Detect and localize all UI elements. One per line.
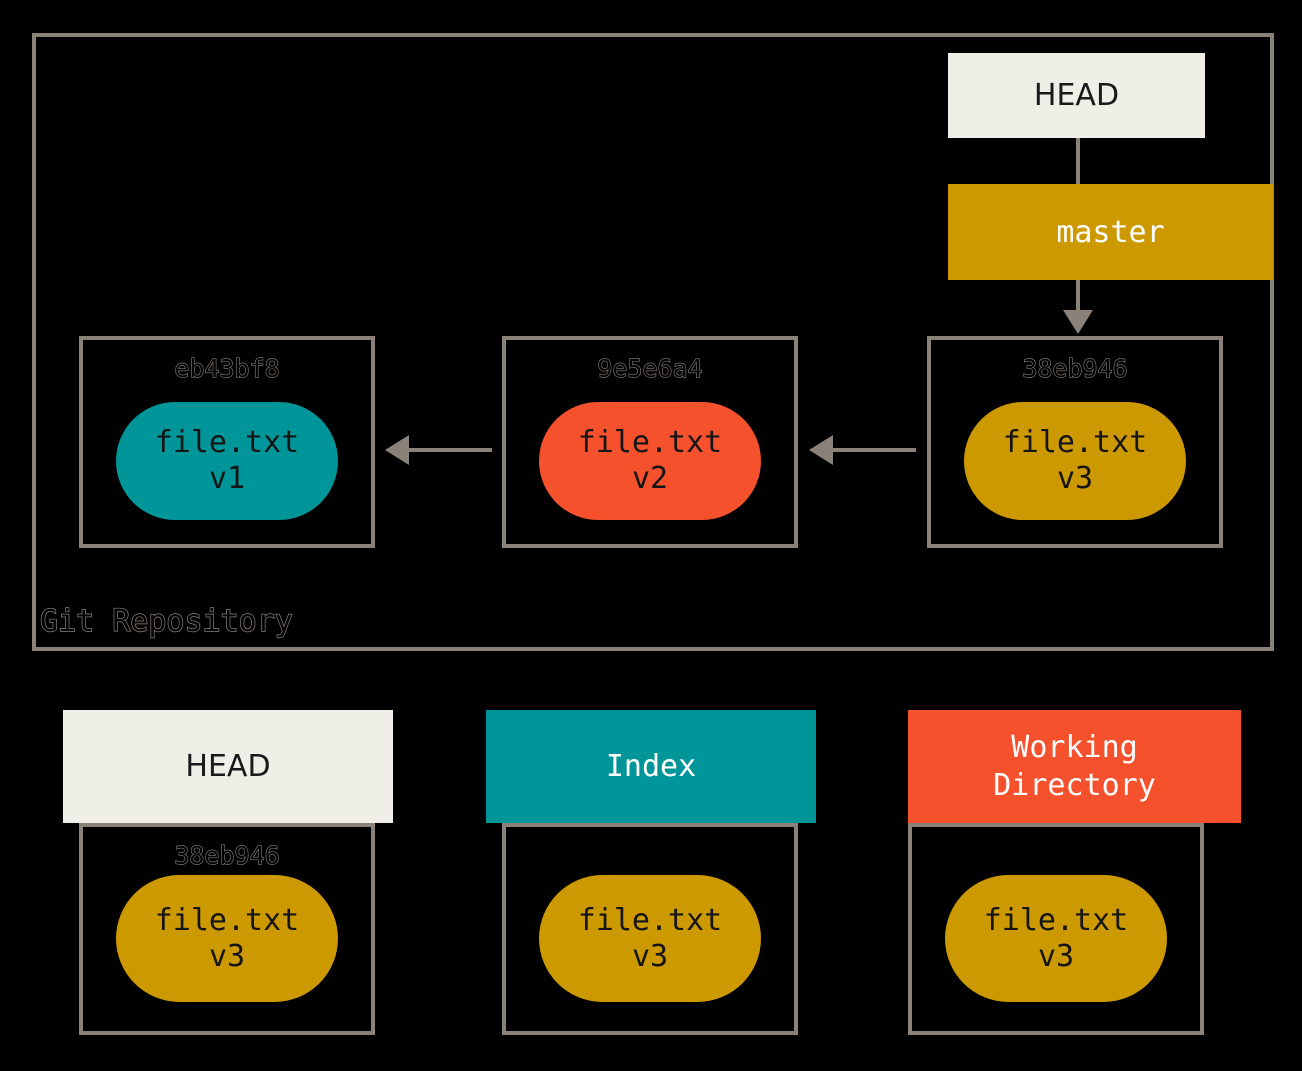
blob-filename: file.txt bbox=[983, 902, 1129, 938]
stage-box-index[interactable]: file.txt v3 bbox=[502, 823, 798, 1035]
head-pointer-box[interactable]: HEAD bbox=[948, 53, 1205, 138]
blob-filename: file.txt bbox=[577, 425, 723, 460]
blob-filename: file.txt bbox=[154, 425, 300, 460]
blob-filename: file.txt bbox=[154, 902, 300, 938]
commit-parent-arrow-left-icon bbox=[809, 435, 833, 465]
blob-version: v1 bbox=[208, 461, 246, 496]
stage-blob: file.txt v3 bbox=[945, 875, 1167, 1002]
master-to-commit-connector bbox=[1076, 280, 1080, 322]
commit-parent-arrow-left-icon bbox=[385, 435, 409, 465]
git-repository-label: Git Repository bbox=[39, 603, 293, 639]
stage-header-line1: Index bbox=[605, 748, 697, 784]
master-branch-box[interactable]: master bbox=[948, 184, 1273, 280]
blob-version: v3 bbox=[631, 938, 669, 974]
commit-blob: file.txt v1 bbox=[116, 402, 338, 520]
stage-header-line1: Working bbox=[1011, 729, 1138, 765]
stage-hash-label: 38eb946 bbox=[174, 840, 281, 870]
commit-box-38eb946[interactable]: 38eb946 file.txt v3 bbox=[927, 336, 1223, 548]
stage-blob: file.txt v3 bbox=[539, 875, 761, 1002]
blob-version: v3 bbox=[1037, 938, 1075, 974]
master-branch-label: master bbox=[1056, 214, 1165, 250]
commit-hash-label: 38eb946 bbox=[1022, 353, 1129, 383]
stage-header-line1: HEAD bbox=[185, 748, 271, 784]
master-arrow-down-icon bbox=[1063, 310, 1093, 334]
stage-blob: file.txt v3 bbox=[116, 875, 338, 1002]
git-repository-container bbox=[32, 33, 1274, 651]
stage-header-head[interactable]: HEAD bbox=[63, 710, 393, 823]
blob-version: v3 bbox=[208, 938, 246, 974]
commit-parent-connector bbox=[400, 448, 492, 452]
blob-version: v2 bbox=[631, 461, 669, 496]
stage-box-working-directory[interactable]: file.txt v3 bbox=[908, 823, 1204, 1035]
commit-box-eb43bf8[interactable]: eb43bf8 file.txt v1 bbox=[79, 336, 375, 548]
commit-hash-label: 9e5e6a4 bbox=[597, 353, 704, 383]
stage-box-head[interactable]: 38eb946 file.txt v3 bbox=[79, 823, 375, 1035]
commit-blob: file.txt v3 bbox=[964, 402, 1186, 520]
blob-filename: file.txt bbox=[1002, 425, 1148, 460]
commit-blob: file.txt v2 bbox=[539, 402, 761, 520]
stage-header-index[interactable]: Index bbox=[486, 710, 816, 823]
head-to-master-connector bbox=[1076, 138, 1080, 185]
stage-header-working-directory[interactable]: Working Directory bbox=[908, 710, 1241, 823]
commit-box-9e5e6a4[interactable]: 9e5e6a4 file.txt v2 bbox=[502, 336, 798, 548]
head-pointer-label: HEAD bbox=[1033, 78, 1120, 113]
commit-hash-label: eb43bf8 bbox=[174, 353, 281, 383]
stage-header-line2: Directory bbox=[993, 767, 1156, 803]
blob-version: v3 bbox=[1056, 461, 1094, 496]
commit-parent-connector bbox=[824, 448, 916, 452]
blob-filename: file.txt bbox=[577, 902, 723, 938]
